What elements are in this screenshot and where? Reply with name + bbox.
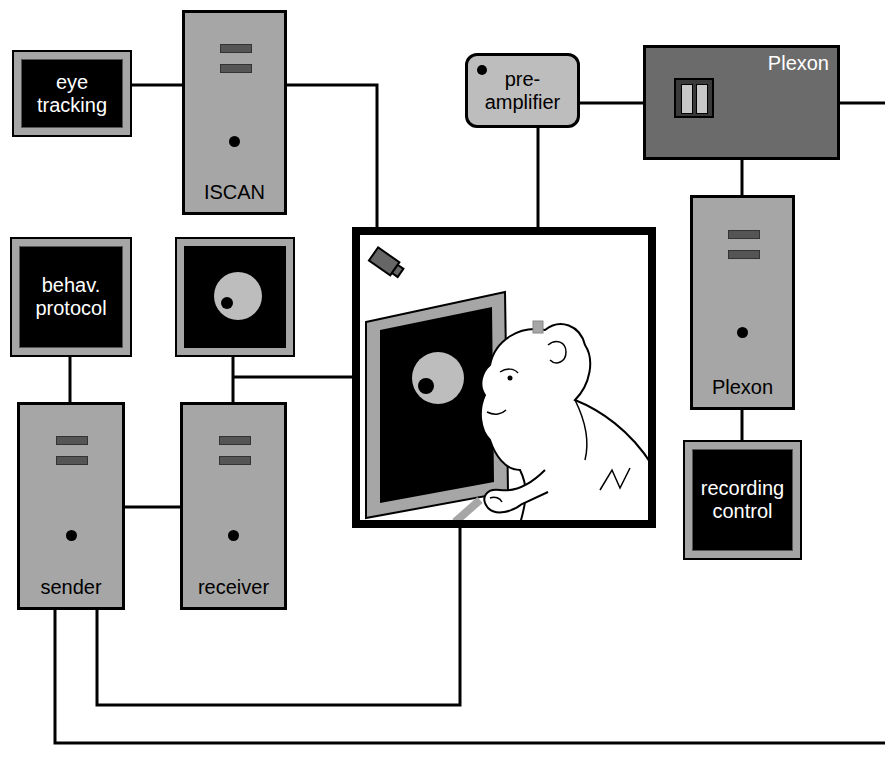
power-button	[228, 530, 239, 541]
monitor-box: recording control	[683, 440, 802, 560]
status-light	[477, 65, 487, 75]
cable	[125, 506, 180, 509]
computer-tower: ISCAN	[182, 10, 287, 215]
sync-wire	[55, 610, 885, 743]
wires	[55, 85, 885, 743]
display-wire	[233, 376, 352, 379]
cable	[580, 102, 643, 105]
drive-slot	[728, 250, 760, 259]
cable	[741, 160, 744, 195]
drive-slot	[219, 456, 251, 465]
drive-slot	[728, 230, 760, 239]
node-label: ISCAN	[185, 181, 284, 204]
drive-slot	[56, 436, 88, 445]
cable	[69, 357, 72, 402]
monitor-screen: behav. protocol	[19, 246, 123, 348]
power-button	[229, 136, 240, 147]
computer-tower: receiver	[180, 402, 287, 610]
card-slot-icon	[674, 78, 714, 118]
output-wire	[840, 102, 885, 105]
monitor-screen: recording control	[692, 449, 793, 551]
node-label: Plexon	[768, 52, 829, 75]
cable	[741, 410, 744, 440]
display-wire	[232, 357, 235, 402]
node-label: receiver	[183, 576, 284, 599]
preamplifier-box: pre- amplifier	[465, 53, 580, 128]
drive-slot	[219, 436, 251, 445]
monkey-booth	[356, 231, 652, 524]
node-label: Plexon	[693, 376, 792, 399]
drive-slot	[56, 456, 88, 465]
stimulus-monitor	[176, 238, 294, 356]
node-label: behav. protocol	[24, 274, 118, 320]
node-label: eye tracking	[26, 71, 118, 117]
power-button	[66, 530, 77, 541]
recording-system-box: Plexon	[643, 45, 840, 160]
drive-slot	[220, 44, 252, 53]
monitor-box: behav. protocol	[10, 237, 132, 357]
node-label: recording control	[697, 477, 788, 523]
node-label: sender	[20, 576, 122, 599]
monitor-screen: eye tracking	[21, 59, 123, 128]
computer-tower: Plexon	[690, 195, 795, 410]
computer-tower: sender	[17, 402, 125, 610]
node-label: pre- amplifier	[474, 68, 571, 114]
cable	[132, 84, 182, 87]
drive-slot	[220, 64, 252, 73]
camera-wire	[282, 85, 377, 250]
monitor-box: eye tracking	[12, 50, 132, 137]
power-button	[737, 327, 748, 338]
